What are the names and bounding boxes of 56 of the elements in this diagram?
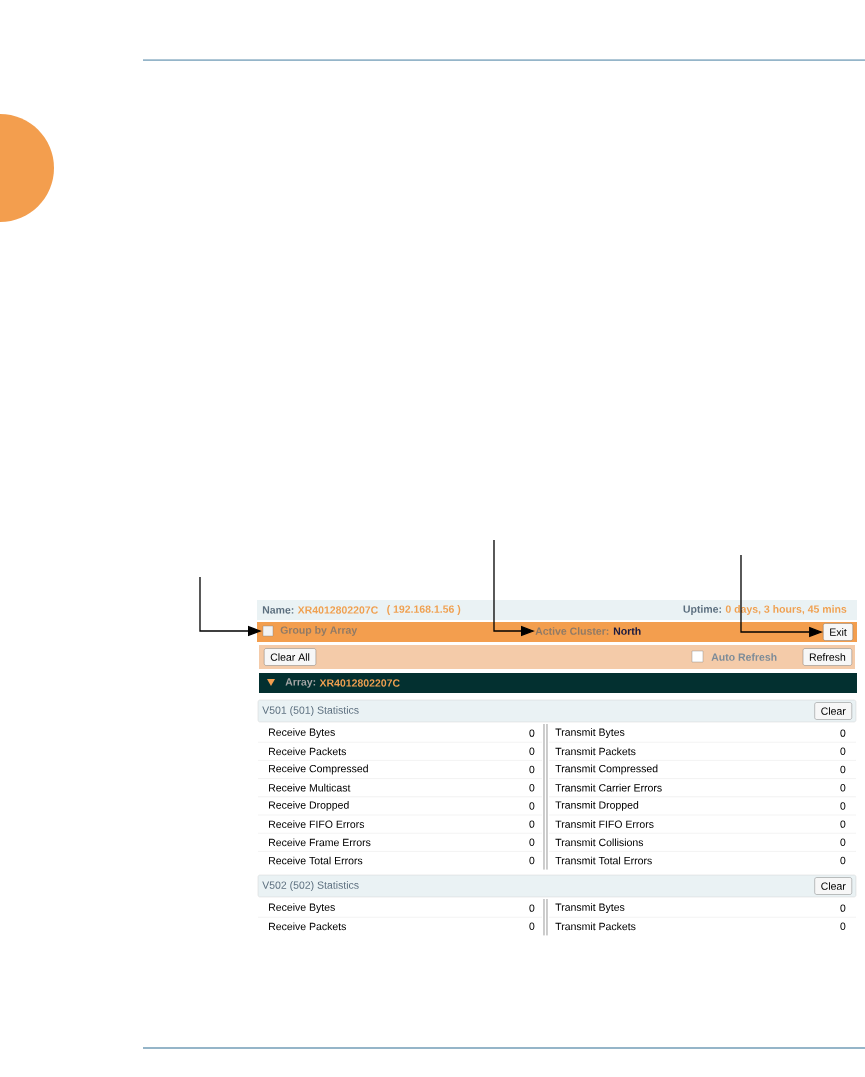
table-cell: 0 (840, 856, 846, 865)
table-cell: Receive Packets (269, 747, 346, 756)
table-cell: Transmit Packets (555, 747, 636, 756)
table-cell: Receive Frame Errors (269, 838, 371, 847)
status-text: Active Cluster: North (535, 627, 641, 635)
field-value: XR4012802207C (297, 606, 378, 614)
table-cell: 0 (529, 729, 535, 737)
table-cell: 0 (529, 747, 535, 756)
section-title: V501 (501) Statistics (262, 706, 359, 716)
table-cell: Transmit FIFO Errors (555, 820, 654, 828)
field-value: ( 192.168.1.56 ) (387, 605, 461, 615)
table-cell: Receive Compressed (269, 764, 368, 775)
table-cell: Receive Bytes (269, 903, 335, 913)
table-cell: Transmit Packets (555, 922, 636, 931)
table-cell: 0 (840, 904, 846, 912)
table-cell: Receive Dropped (269, 801, 349, 811)
table-cell: Transmit Dropped (555, 801, 639, 811)
field-value: XR4012802207C (319, 679, 400, 687)
field-label: Name: (262, 606, 294, 614)
checkbox-label: Group by Array (280, 626, 358, 636)
refresh-button: Refresh (802, 648, 852, 666)
table-cell: Receive Multicast (269, 783, 351, 792)
table-cell: Transmit Collisions (555, 838, 644, 847)
clear-button: Clear (814, 877, 852, 895)
table-cell: 0 (529, 904, 535, 912)
table-cell: 0 (840, 729, 846, 737)
clear-button: Clear (814, 702, 852, 720)
table-cell: 0 (529, 820, 535, 828)
table-cell: Transmit Total Errors (555, 856, 652, 865)
field-label: Array: (285, 678, 316, 688)
table-cell: 0 (840, 802, 846, 810)
table-cell: Receive FIFO Errors (269, 820, 365, 828)
table-cell: 0 (840, 747, 846, 756)
clear-all-button: Clear All (264, 648, 317, 666)
table-cell: Receive Total Errors (269, 856, 363, 865)
table-cell: Receive Packets (269, 922, 346, 931)
table-cell: 0 (840, 922, 846, 931)
table-cell: 0 (840, 784, 846, 792)
table-cell: Transmit Bytes (555, 903, 625, 913)
table-cell: 0 (529, 838, 535, 847)
table-cell: Transmit Compressed (555, 764, 658, 775)
table-cell: 0 (840, 820, 846, 828)
table-cell: 0 (840, 765, 846, 774)
table-cell: Transmit Carrier Errors (555, 783, 662, 792)
table-cell: 0 (529, 784, 535, 792)
checkbox-label: Auto Refresh (711, 653, 777, 661)
section-title: V502 (502) Statistics (262, 881, 359, 891)
table-cell: 0 (529, 856, 535, 865)
table-cell: 0 (840, 838, 846, 847)
exit-button: Exit (823, 623, 853, 641)
table-cell: 0 (529, 802, 535, 810)
table-cell: Receive Bytes (269, 728, 335, 738)
field-label: Uptime: (683, 605, 721, 615)
table-cell: 0 (529, 922, 535, 931)
table-cell: 0 (529, 765, 535, 774)
table-cell: Transmit Bytes (555, 728, 625, 738)
